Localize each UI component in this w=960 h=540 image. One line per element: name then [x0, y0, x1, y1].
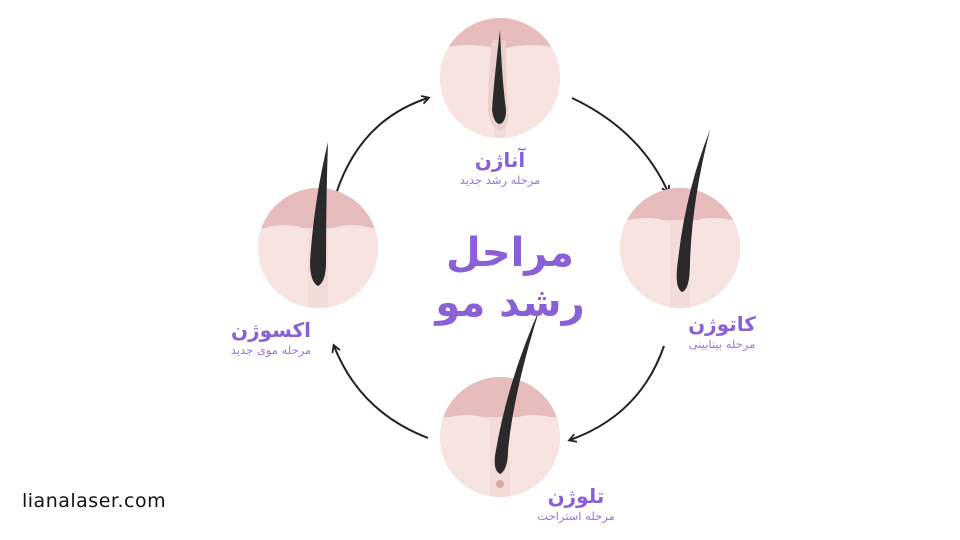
brand-watermark: lianalaser.com [22, 490, 167, 512]
arrow-exogen-to-anagen [335, 95, 431, 195]
stage-name: آناژن [474, 148, 526, 172]
stage-name: کاتوژن [688, 312, 756, 336]
stage-description: مرحله استراحت [537, 509, 615, 523]
arrow-catagen-to-telogen [567, 345, 665, 443]
follicle-exogen [258, 142, 378, 308]
stage-label-exogen: اکسوژن مرحله موی جدید [206, 318, 336, 358]
center-title-line2: رشد مو [435, 280, 585, 326]
stage-description: مرحله بینابینی [688, 337, 756, 351]
center-title-line1: مراحل [446, 230, 574, 276]
stage-description: مرحله موی جدید [230, 343, 312, 357]
follicle-anagen [440, 18, 560, 138]
stage-description: مرحله رشد جدید [459, 173, 541, 187]
stage-name: اکسوژن [231, 318, 311, 342]
center-title: مراحل رشد مو [400, 228, 620, 328]
stage-label-telogen: تلوژن مرحله استراحت [516, 484, 636, 524]
follicle-catagen [620, 130, 740, 308]
arrow-anagen-to-catagen [571, 97, 671, 195]
stage-label-catagen: کاتوژن مرحله بینابینی [662, 312, 782, 352]
stage-name: تلوژن [547, 484, 605, 508]
arrow-telogen-to-exogen [331, 343, 429, 439]
stage-label-anagen: آناژن مرحله رشد جدید [440, 148, 560, 188]
follicle-telogen [440, 308, 560, 497]
